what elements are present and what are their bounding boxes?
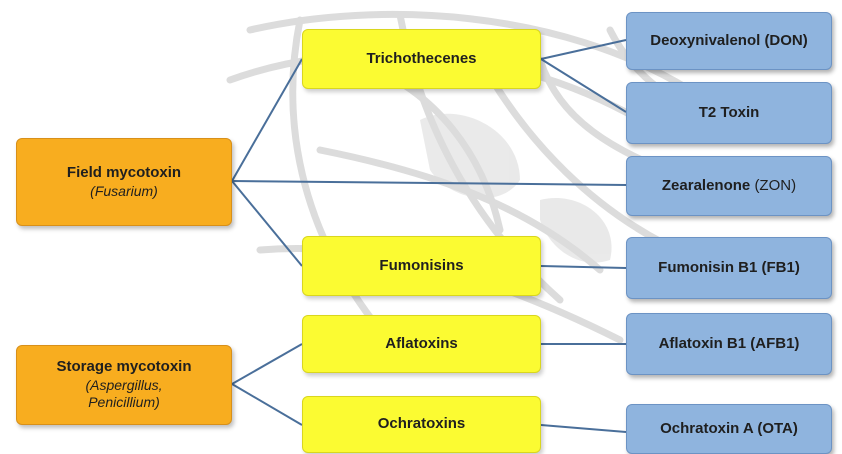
ochratoxins-node: Ochratoxins [302,396,541,453]
deoxynivalenol-label: Deoxynivalenol (DON) [650,31,808,49]
aflatoxins-node: Aflatoxins [302,315,541,373]
aflatoxin-b1-label: Aflatoxin B1 (AFB1) [658,334,800,352]
t2-toxin-node: T2 Toxin [626,82,832,144]
fumonisin-b1-node: Fumonisin B1 (FB1) [626,237,832,299]
storage-mycotoxin-title: Storage mycotoxin [56,358,192,376]
connector-ochratoxins-ota [540,424,627,433]
connector-storage-aflatoxins [231,343,303,385]
fumonisins-label: Fumonisins [379,256,464,274]
zearalenone-name: Zearalenone [661,176,751,194]
connector-trichothecenes-don [540,39,627,60]
fumonisins-node: Fumonisins [302,236,541,296]
connector-field-fumonisins [231,180,303,267]
ochratoxins-label: Ochratoxins [377,415,466,433]
storage-mycotoxin-genus-line1: (Aspergillus, [85,376,163,393]
storage-mycotoxin-node: Storage mycotoxin (Aspergillus, Penicill… [16,345,232,425]
connector-field-zearalenone [231,180,627,186]
zearalenone-node: Zearalenone (ZON) [626,156,832,216]
ochratoxin-a-label: Ochratoxin A (OTA) [660,419,798,437]
deoxynivalenol-node: Deoxynivalenol (DON) [626,12,832,70]
zearalenone-abbr: (ZON) [754,176,797,194]
connector-fumonisins-fb1 [540,265,627,269]
field-mycotoxin-title: Field mycotoxin [66,163,182,181]
connector-field-trichothecenes [231,58,303,182]
zearalenone-label: Zearalenone (ZON) [662,177,796,196]
storage-mycotoxin-genus-line2: Penicillium) [88,394,160,411]
aflatoxins-label: Aflatoxins [385,334,458,352]
field-mycotoxin-genus: (Fusarium) [90,182,158,199]
trichothecenes-node: Trichothecenes [302,29,541,89]
connector-trichothecenes-t2 [540,58,627,113]
t2-toxin-label: T2 Toxin [698,103,760,121]
aflatoxin-b1-node: Aflatoxin B1 (AFB1) [626,313,832,375]
field-mycotoxin-node: Field mycotoxin (Fusarium) [16,138,232,226]
connector-storage-ochratoxins [231,383,303,426]
ochratoxin-a-node: Ochratoxin A (OTA) [626,404,832,454]
trichothecenes-label: Trichothecenes [366,49,477,67]
fumonisin-b1-label: Fumonisin B1 (FB1) [658,258,800,276]
